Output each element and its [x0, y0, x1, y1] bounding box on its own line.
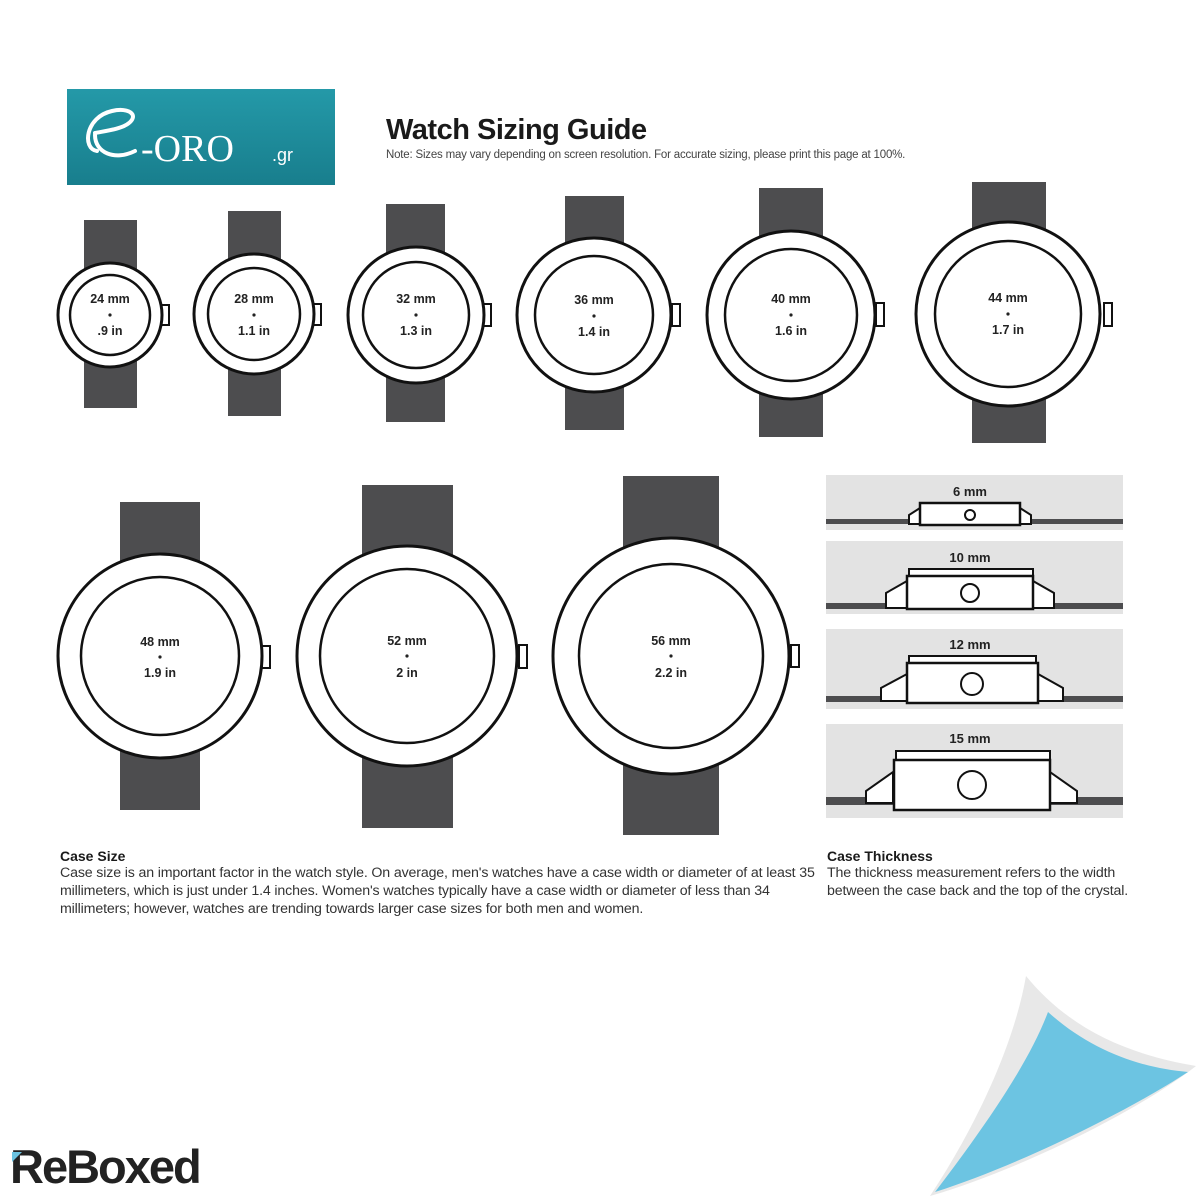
svg-text:2.2 in: 2.2 in: [655, 666, 687, 680]
logo-wordmark: -ORO: [141, 128, 234, 170]
svg-text:6 mm: 6 mm: [953, 484, 987, 499]
svg-text:12 mm: 12 mm: [949, 637, 990, 652]
svg-text:.9 in: .9 in: [97, 324, 122, 338]
svg-text:2 in: 2 in: [396, 666, 418, 680]
case-size-heading: Case Size: [60, 848, 126, 864]
eoro-logo: -ORO .gr: [67, 89, 335, 185]
svg-text:44 mm: 44 mm: [988, 291, 1028, 305]
watch-28mm: 28 mm 1.1 in: [192, 211, 322, 416]
watch-56mm: 56 mm 2.2 in: [551, 476, 800, 835]
svg-text:36 mm: 36 mm: [574, 293, 614, 307]
svg-text:.gr: .gr: [272, 145, 293, 165]
watch-40mm: 40 mm 1.6 in: [705, 188, 885, 437]
print-note: Note: Sizes may vary depending on screen…: [386, 149, 906, 161]
thickness-6mm: 6 mm: [826, 475, 1123, 530]
svg-text:48 mm: 48 mm: [140, 635, 180, 649]
thickness-10mm: 10 mm: [826, 541, 1123, 614]
case-size-body: Case size is an important factor in the …: [60, 865, 815, 917]
reboxed-corner-icon: [12, 1152, 22, 1162]
svg-text:1.3 in: 1.3 in: [400, 324, 432, 338]
svg-text:1.6 in: 1.6 in: [775, 324, 807, 338]
svg-text:10 mm: 10 mm: [949, 550, 990, 565]
watch-36mm: 36 mm 1.4 in: [515, 196, 681, 430]
case-thickness-section: Case Thickness The thickness measurement…: [827, 848, 1147, 900]
watch-44mm: 44 mm 1.7 in: [914, 182, 1113, 443]
svg-text:40 mm: 40 mm: [771, 292, 811, 306]
svg-text:1.9 in: 1.9 in: [144, 666, 176, 680]
case-thickness-body: The thickness measurement refers to the …: [827, 865, 1129, 899]
thickness-12mm: 12 mm: [826, 629, 1123, 709]
svg-text:1.7 in: 1.7 in: [992, 323, 1024, 337]
watch-48mm: 48 mm 1.9 in: [56, 502, 271, 810]
svg-text:24 mm: 24 mm: [90, 292, 130, 306]
watch-24mm: 24 mm .9 in: [56, 220, 170, 408]
watch-32mm: 32 mm 1.3 in: [346, 204, 492, 422]
svg-text:56 mm: 56 mm: [651, 634, 691, 648]
svg-text:32 mm: 32 mm: [396, 292, 436, 306]
svg-text:1.4 in: 1.4 in: [578, 325, 610, 339]
svg-text:52 mm: 52 mm: [387, 634, 427, 648]
case-size-section: Case Size Case size is an important fact…: [60, 848, 820, 918]
thickness-15mm: 15 mm: [826, 724, 1123, 818]
svg-text:15 mm: 15 mm: [949, 731, 990, 746]
watch-52mm: 52 mm 2 in: [295, 485, 528, 828]
reboxed-watermark: ReBoxed: [10, 1140, 202, 1193]
svg-text:28 mm: 28 mm: [234, 292, 274, 306]
svg-text:1.1 in: 1.1 in: [238, 324, 270, 338]
case-thickness-heading: Case Thickness: [827, 848, 933, 864]
page-title: Watch Sizing Guide: [386, 114, 647, 146]
page-curl-decoration: [930, 976, 1196, 1196]
